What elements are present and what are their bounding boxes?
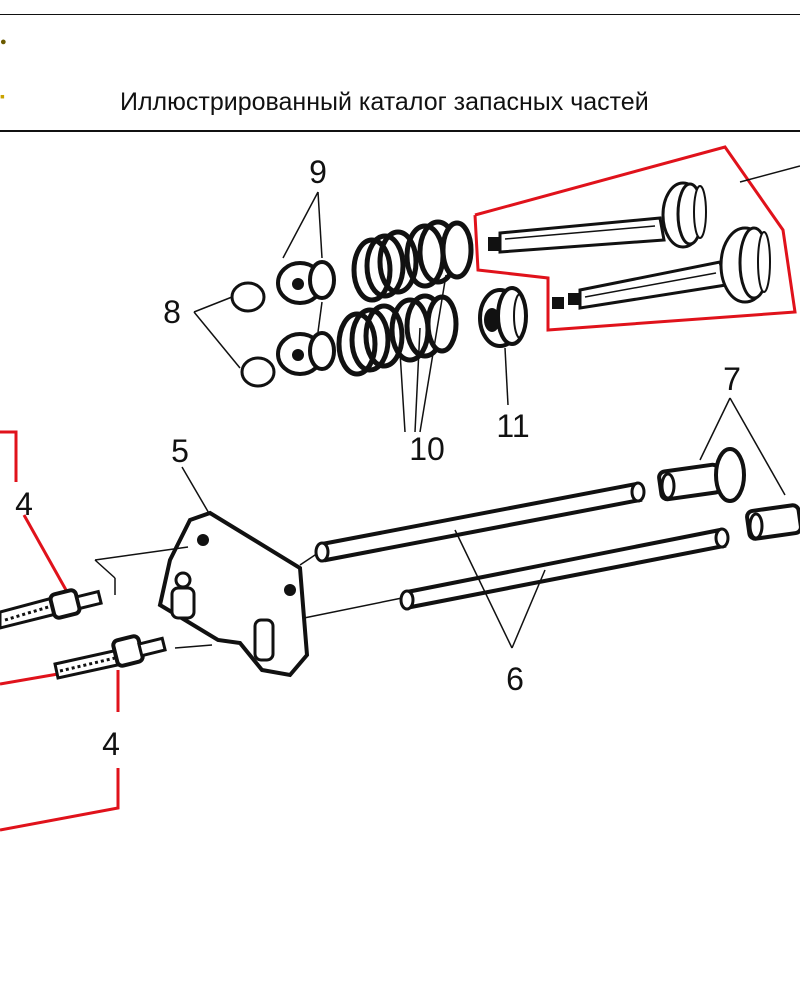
- bolt-bottom-highlight-box: [0, 768, 120, 832]
- callout-4-bottom: 4: [102, 726, 120, 762]
- page-title: Иллюстрированный каталог запасных частей: [120, 88, 649, 116]
- callout-7: 7: [723, 361, 741, 397]
- tappet-lower: [745, 503, 800, 541]
- spring-retainer-upper: [276, 260, 336, 305]
- callout-4-top: 4: [15, 486, 33, 522]
- leader-lines: [181, 191, 786, 649]
- callout-9: 9: [309, 154, 327, 190]
- valve-upper: [488, 181, 707, 254]
- page-header: ● ▪ Иллюстрированный каталог запасных ча…: [0, 0, 800, 132]
- header-top-rule: [0, 14, 800, 15]
- tappet-upper: [657, 447, 746, 503]
- push-rod-lower: [399, 527, 730, 611]
- bolt-upper: [0, 588, 103, 630]
- push-rod-upper: [314, 481, 646, 563]
- bolt-bottom-highlight: [0, 672, 59, 686]
- spring-retainer-lower: [276, 331, 336, 376]
- valve-lower: [552, 226, 771, 310]
- valve-spring-upper: [351, 219, 474, 303]
- callout-10: 10: [409, 431, 445, 467]
- valve-highlight-outline: [473, 145, 797, 332]
- company-logo-icon-lower: ▪: [0, 88, 5, 104]
- callout-11: 11: [496, 408, 529, 444]
- valve-spring-lower: [336, 293, 459, 377]
- bolt-lower: [53, 634, 167, 680]
- valve-cap-upper: [230, 281, 266, 313]
- company-logo-icon: ●: [0, 36, 7, 48]
- callout-6: 6: [506, 661, 524, 697]
- valve-cap-lower: [240, 356, 276, 388]
- valve-stem-seal: [478, 286, 528, 348]
- callout-5: 5: [171, 433, 189, 469]
- callout-8: 8: [163, 294, 181, 330]
- rocker-bracket: [157, 510, 310, 678]
- bolt-top-highlight-diag: [22, 514, 68, 591]
- bolt-top-highlight: [0, 430, 18, 482]
